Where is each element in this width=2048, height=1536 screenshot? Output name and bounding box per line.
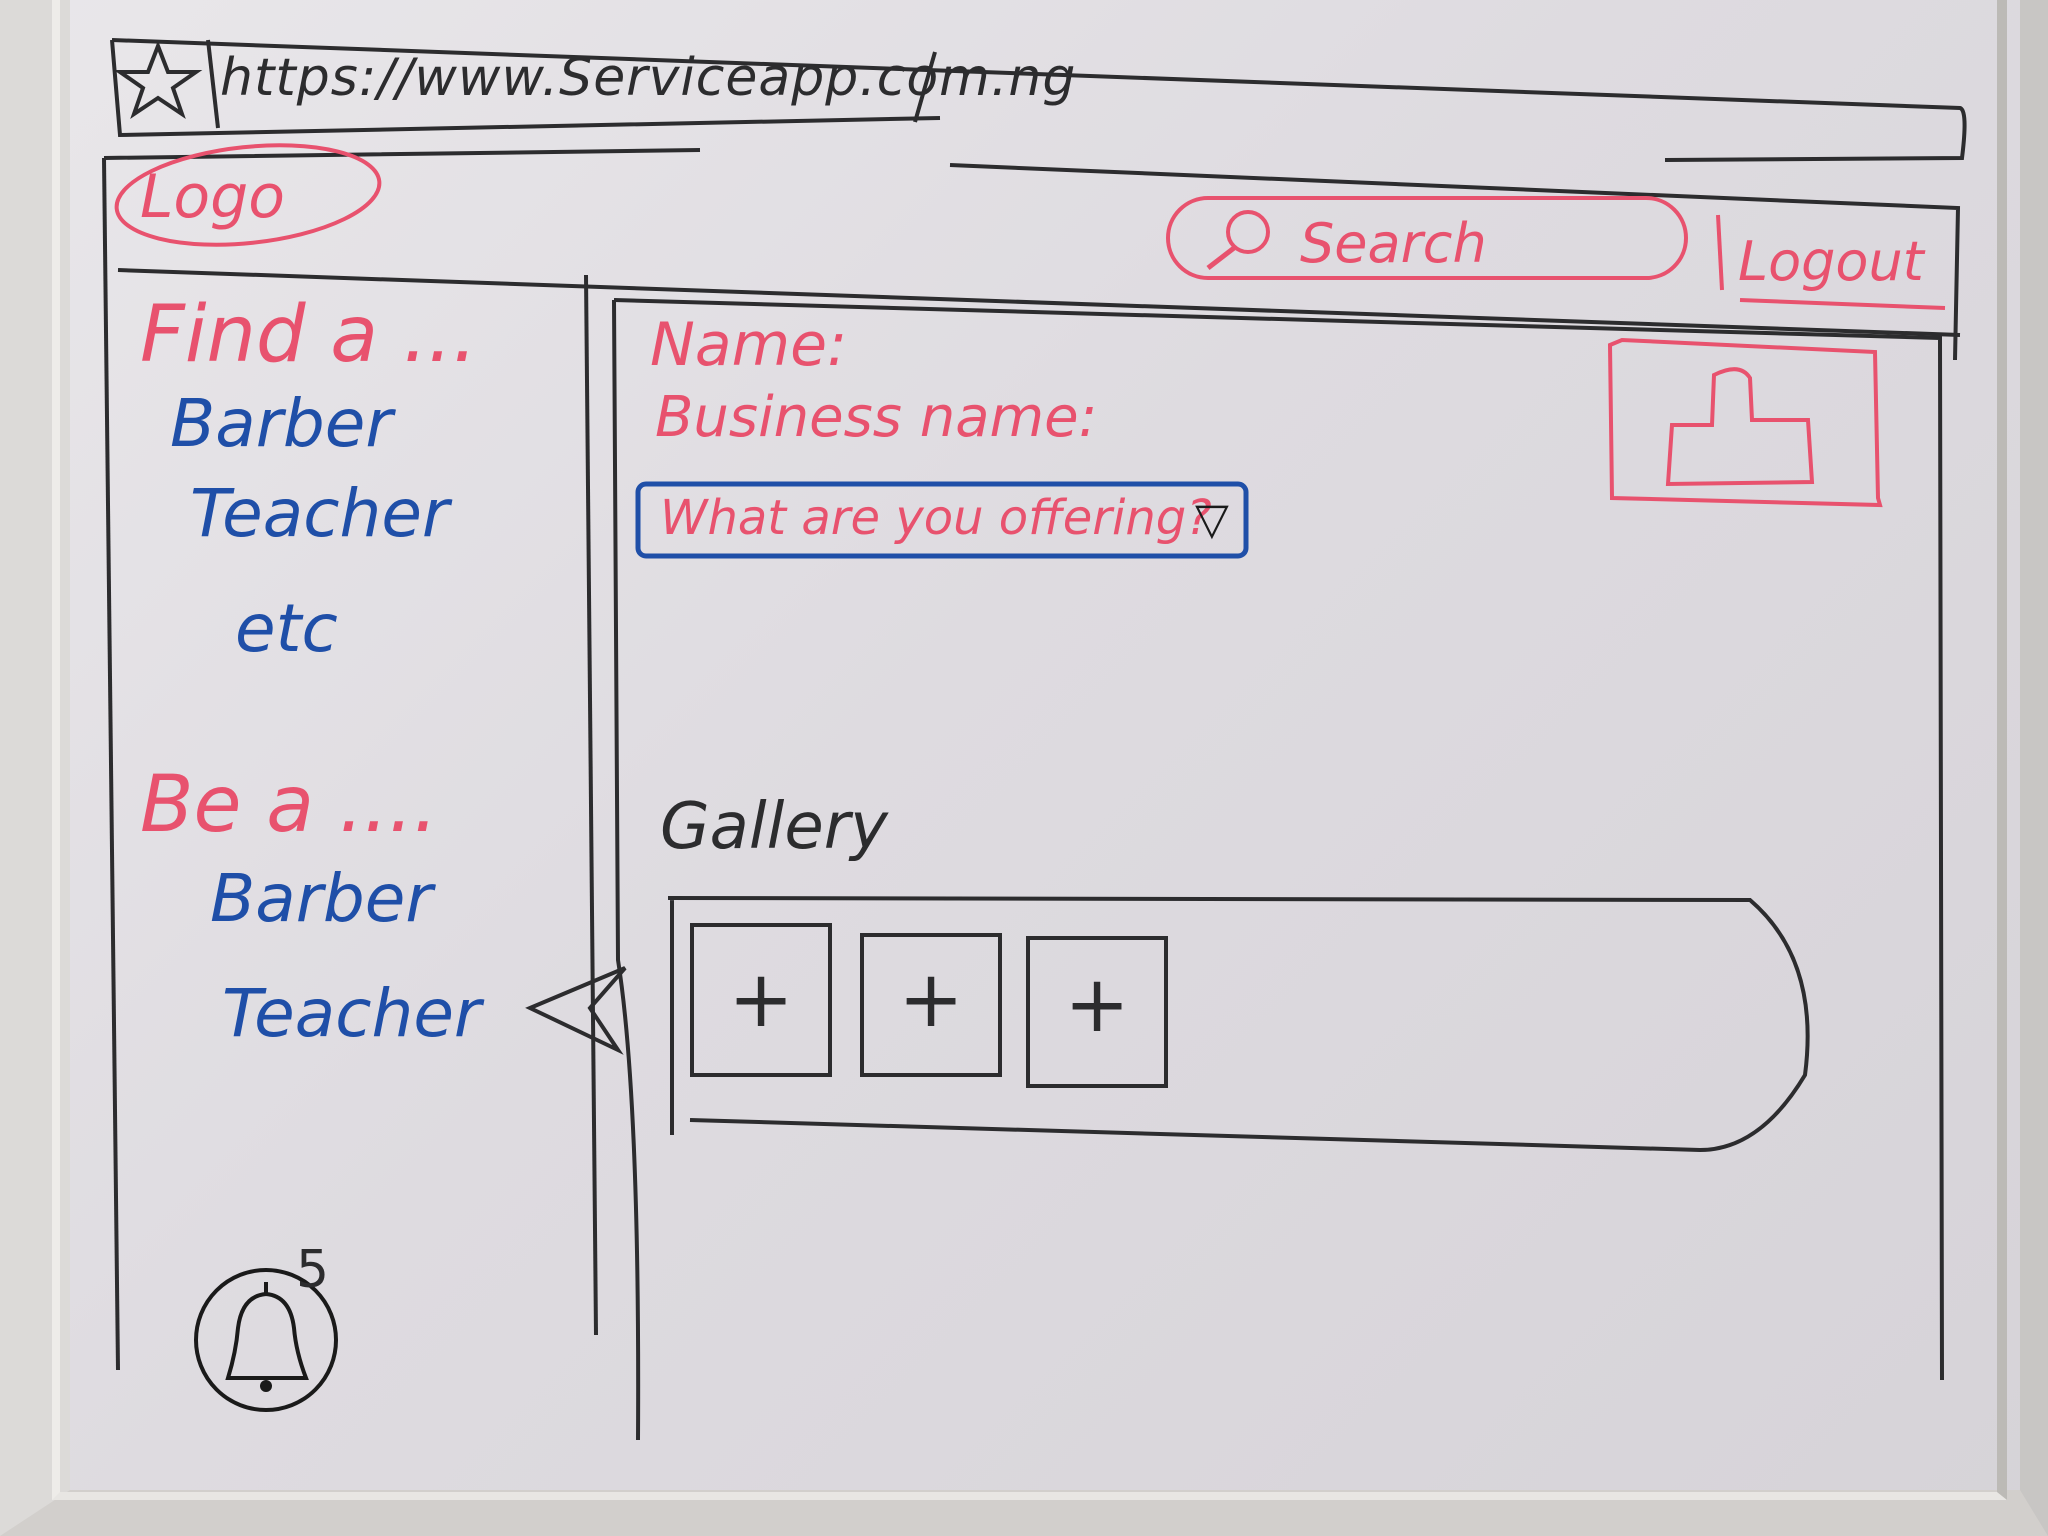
sidebar-find-barber[interactable]: Barber: [170, 385, 393, 462]
gallery-title: Gallery: [660, 790, 888, 864]
find-heading: Find a ...: [140, 290, 478, 380]
gallery-tile-frame: [860, 933, 1002, 1077]
search-icon: [1226, 210, 1270, 254]
business-name-field-label: Business name:: [655, 385, 1098, 450]
gallery-add-tile[interactable]: +: [1064, 960, 1130, 1050]
be-heading: Be a ....: [140, 760, 439, 850]
gallery-add-tile[interactable]: +: [728, 955, 794, 1045]
address-bar-url[interactable]: https://www.Serviceapp.com.ng: [220, 48, 1077, 108]
logo-oval: [114, 143, 382, 247]
gallery-tile-frame: [1026, 936, 1168, 1088]
search-pill: [1166, 196, 1688, 280]
upload-image-icon: [1665, 367, 1815, 487]
bell-icon: [225, 1291, 309, 1380]
notification-count-badge[interactable]: 5: [296, 1240, 330, 1300]
logout-button[interactable]: Logout: [1738, 230, 1924, 293]
sidebar-find-teacher[interactable]: Teacher: [190, 475, 450, 552]
search-button[interactable]: Search: [1300, 212, 1487, 275]
gallery-container: [667, 896, 1810, 1153]
notification-circle: [194, 1268, 338, 1412]
logo[interactable]: Logo: [140, 162, 285, 232]
board-inner-frame: [52, 0, 2007, 1500]
callout-bracket: [525, 966, 627, 1055]
sidebar-find-etc[interactable]: etc: [235, 590, 338, 667]
gallery-add-tile[interactable]: +: [898, 955, 964, 1045]
address-bar: [111, 38, 1967, 162]
sidebar-be-barber[interactable]: Barber: [210, 860, 433, 937]
bookmark-star-icon: [113, 40, 203, 119]
page-frame: [103, 148, 1961, 361]
gallery-tile-frame: [690, 923, 832, 1077]
sidebar-be-teacher[interactable]: Teacher: [222, 975, 482, 1052]
profile-image-frame: [1607, 337, 1883, 508]
offering-dropdown[interactable]: What are you offering?: [660, 490, 1212, 546]
name-field-label: Name:: [650, 310, 848, 380]
dropdown-arrow-icon[interactable]: ▽: [1195, 494, 1229, 545]
offering-dropdown-frame: [635, 481, 1249, 559]
